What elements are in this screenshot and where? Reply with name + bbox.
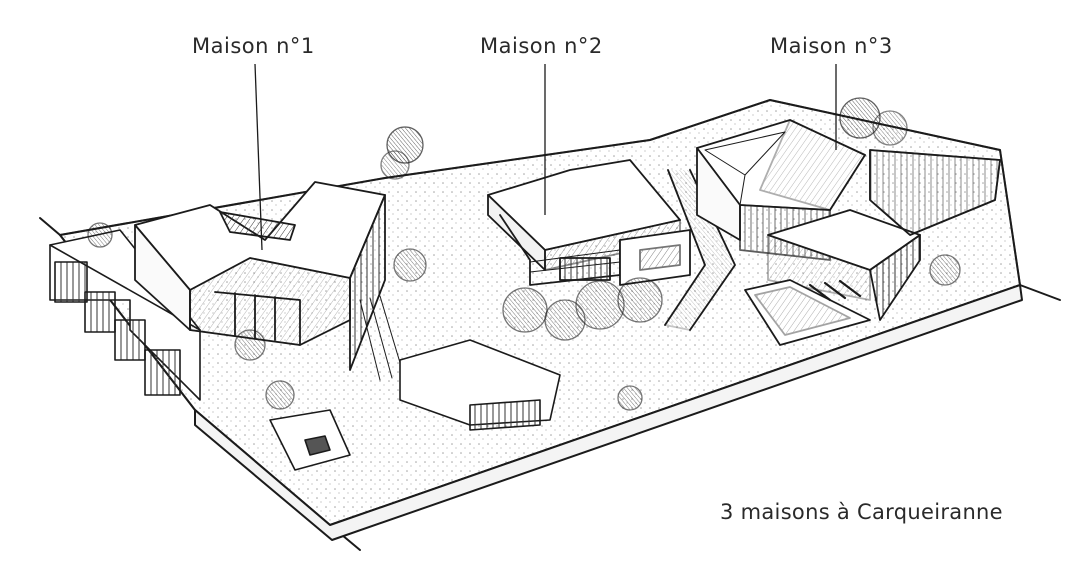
garage-row (49, 229, 201, 401)
house-2-drawing (487, 159, 736, 331)
label-house-1: Maison n°1 (192, 34, 315, 58)
label-leader-lines (254, 63, 837, 251)
leader-line-house-1 (254, 63, 263, 251)
label-house-3: Maison n°3 (770, 34, 893, 58)
garden-and-garage (269, 339, 561, 471)
sketch-caption: 3 maisons à Carqueiranne (720, 500, 1003, 524)
trees (87, 97, 961, 411)
label-house-2: Maison n°2 (480, 34, 603, 58)
house-1-drawing (134, 181, 405, 381)
house-3-drawing (696, 119, 1001, 346)
